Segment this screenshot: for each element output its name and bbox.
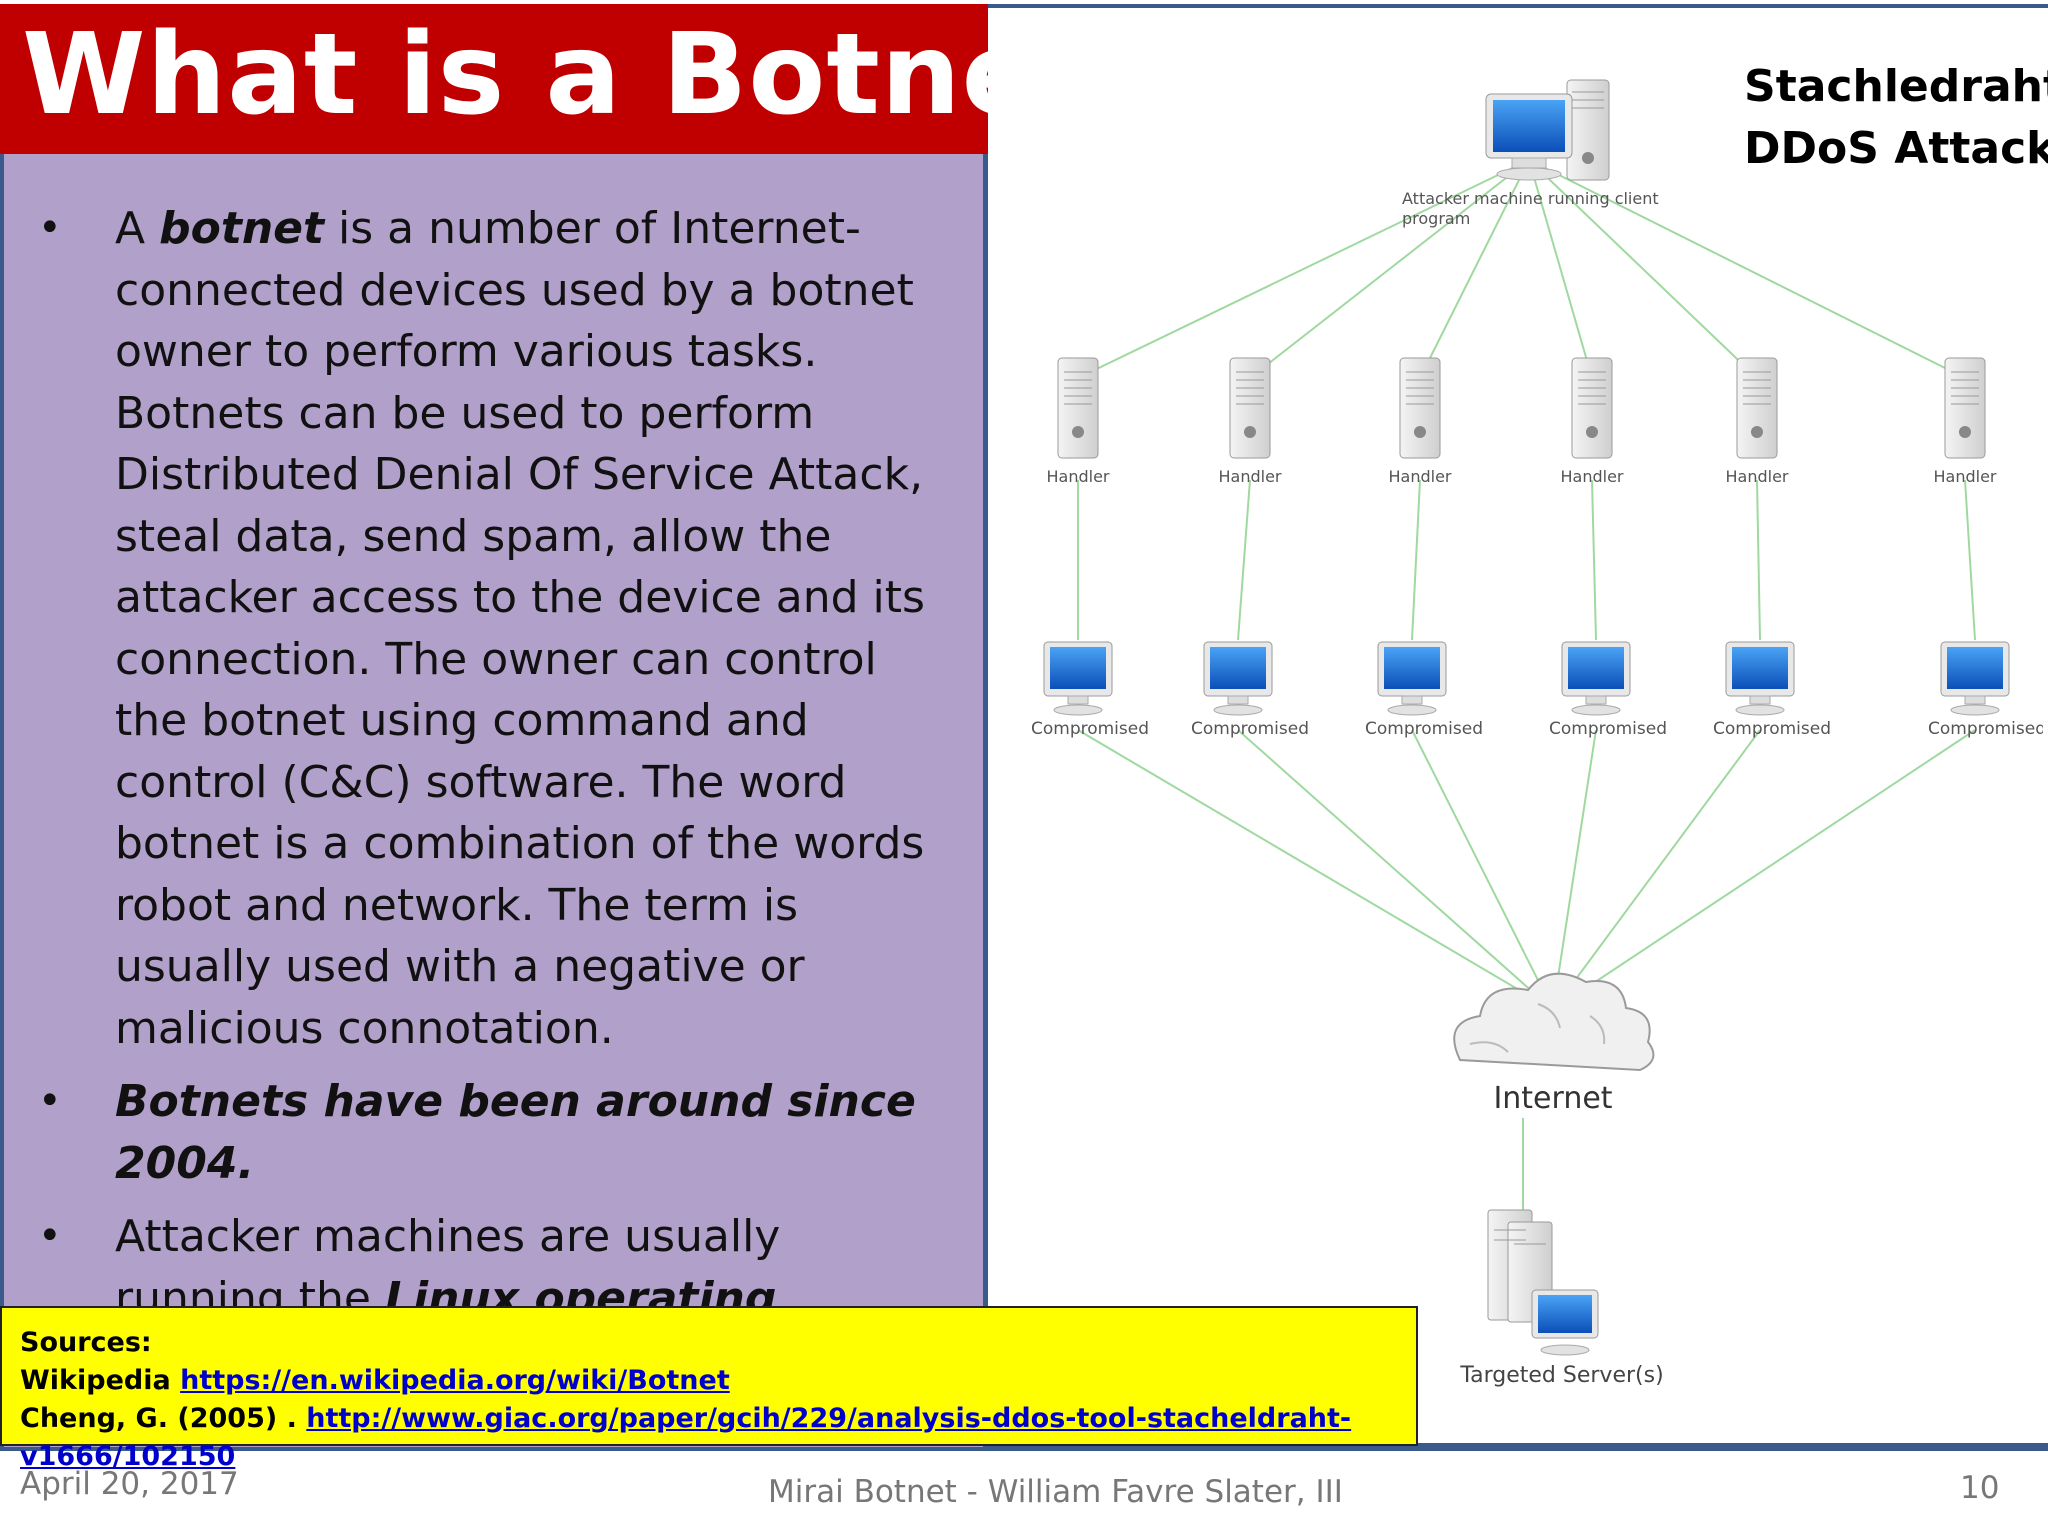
compromised-label: Compromised [1928,719,2043,739]
compromised-computer-icon [1561,641,1631,716]
handler-compromised-link [1237,479,1251,641]
bullet-dot: • [38,1213,62,1259]
botnet-term: botnet [159,203,325,254]
target-label: Targeted Server(s) [1459,1363,1663,1388]
attacker-machine-icon [1485,79,1610,181]
handler-label: Handler [1047,467,1110,486]
giac-paper-link[interactable]: http://www.giac.org/paper/gcih/229/analy… [20,1403,1352,1472]
compromised-computer-icon [1203,641,1273,716]
sources-box: Sources: Wikipedia https://en.wikipedia.… [0,1306,1418,1472]
bullet-list: • A botnet is a number of Internet-conne… [0,198,980,1403]
footer-date: April 20, 2017 [20,1466,239,1502]
compromised-label: Compromised [1713,719,1831,739]
attacker-handler-link [1528,159,1593,379]
handler-server-icon [1571,357,1613,459]
handler-server-icon [1944,357,1986,459]
compromised-label: Compromised [1191,719,1309,739]
attacker-handler-link [1077,159,1530,379]
slide-title: What is a Botnet? [22,10,1160,140]
handler-server-icon [1736,357,1778,459]
bullet-dot: • [38,1078,62,1124]
title-bar: What is a Botnet? [0,4,1158,154]
page-number: 10 [1960,1470,2000,1506]
wikipedia-link[interactable]: https://en.wikipedia.org/wiki/Botnet [180,1365,730,1396]
compromised-internet-link [1552,729,1976,1011]
compromised-computer-icon [1940,641,2010,716]
footer-title: Mirai Botnet - William Favre Slater, III [768,1474,1343,1510]
attacker-handler-link [1528,159,1966,379]
internet-cloud-icon [1453,972,1655,1072]
handler-compromised-link [1591,479,1597,641]
handler-label: Handler [1561,467,1624,486]
handler-server-icon [1229,357,1271,459]
compromised-computer-icon [1377,641,1447,716]
compromised-computer-icon [1043,641,1113,716]
compromised-internet-link [1237,729,1554,1011]
internet-label: Internet [1493,1081,1612,1116]
slide-frame [0,4,2048,1451]
compromised-internet-link [1552,729,1597,1011]
handler-compromised-link [1411,479,1421,641]
handler-compromised-link [1964,479,1976,641]
diagram-title: Stachledraht DDoS Attack [1744,61,2048,174]
attacker-label: Attacker machine running client [1402,189,1659,208]
compromised-internet-link [1411,729,1554,1011]
attacker-handler-link [1419,159,1530,379]
compromised-computer-icon [1725,641,1795,716]
attacker-label-cont: program [1402,209,1470,228]
sources-heading: Sources: [20,1327,152,1358]
handler-server-icon [1399,357,1441,459]
compromised-internet-link [1077,729,1554,1011]
bullet-item-history: • Botnets have been around since 2004. [0,1071,980,1194]
handler-server-icon [1057,357,1099,459]
bullet-dot: • [38,205,62,251]
attacker-handler-link [1528,159,1758,379]
handler-label: Handler [1219,467,1282,486]
compromised-label: Compromised [1549,719,1667,739]
compromised-label: Compromised [1031,719,1149,739]
network-links [1077,159,1976,1210]
bullet-item-definition: • A botnet is a number of Internet-conne… [0,198,980,1059]
left-text-panel [0,4,988,1447]
handler-compromised-link [1756,479,1761,641]
handler-label: Handler [1726,467,1789,486]
compromised-internet-link [1552,729,1761,1011]
handler-label: Handler [1389,467,1452,486]
compromised-label: Compromised [1365,719,1483,739]
handler-label: Handler [1934,467,1997,486]
attacker-handler-link [1249,159,1530,379]
targeted-server-icon [1487,1209,1599,1356]
